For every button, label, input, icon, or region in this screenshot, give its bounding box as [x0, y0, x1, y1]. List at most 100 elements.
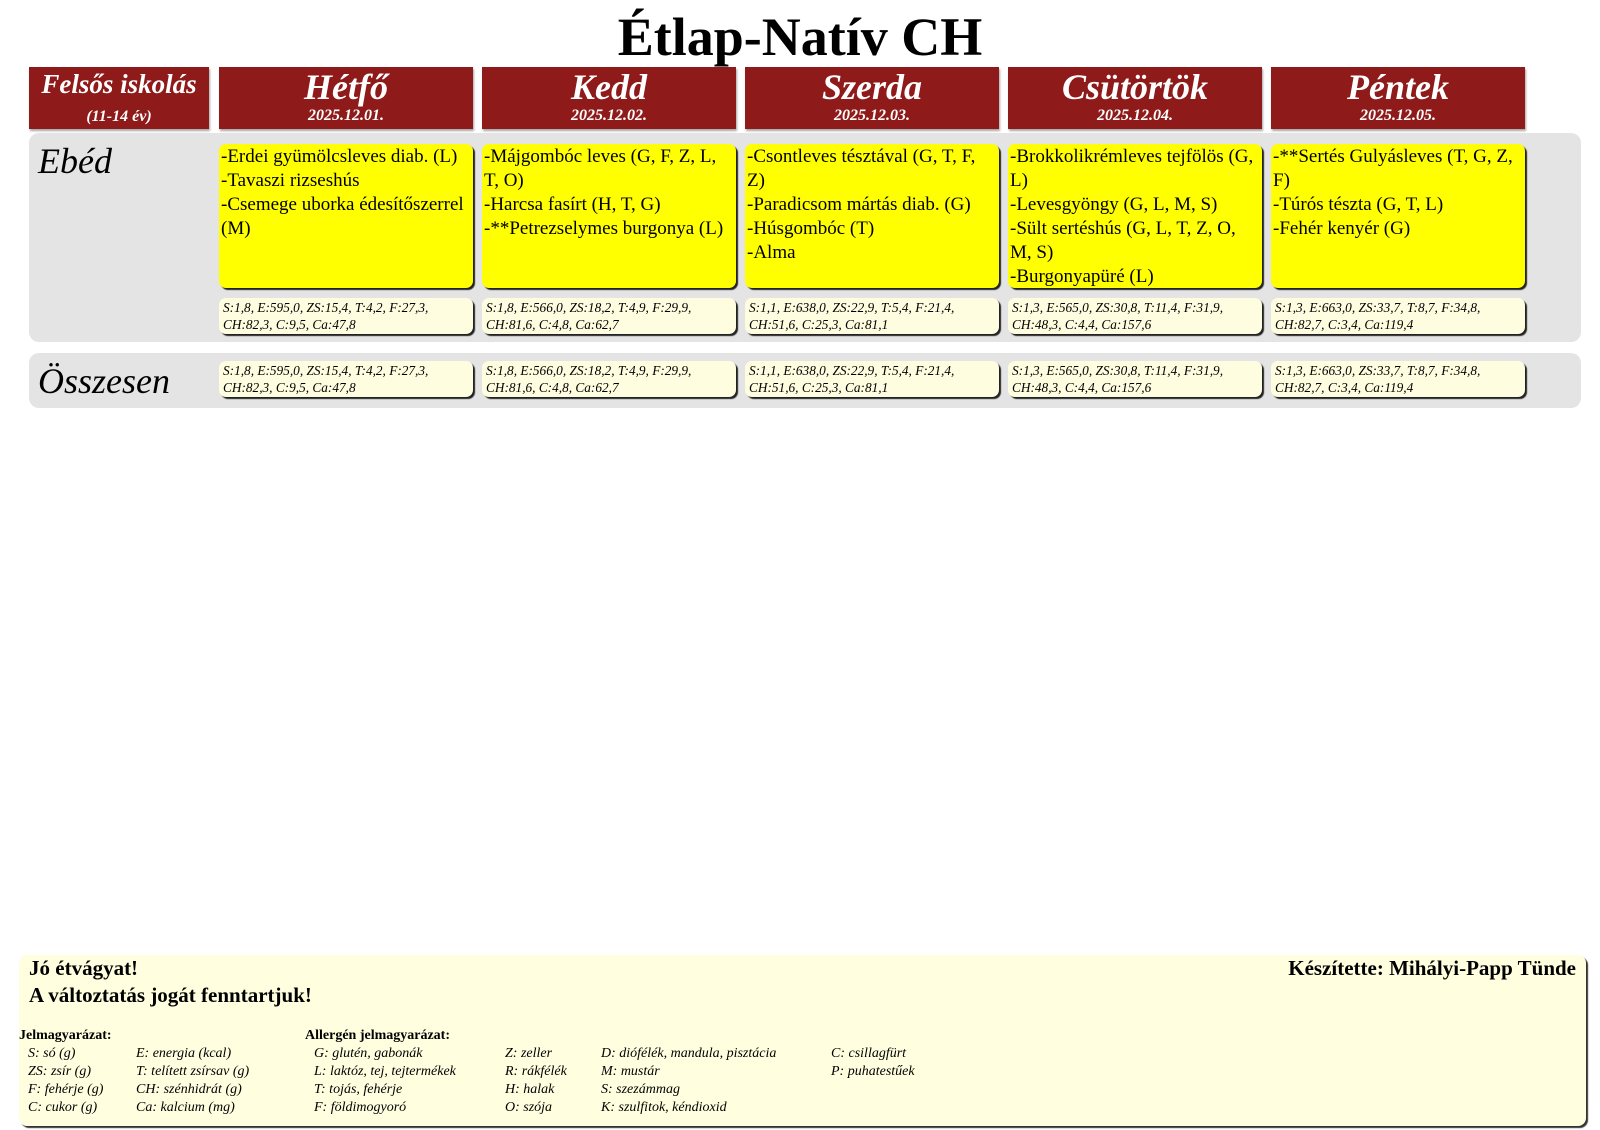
nutrition-line: CH:51,6, C:25,3, Ca:81,1 [749, 380, 889, 395]
day-name: Csütörtök [1061, 67, 1209, 107]
menu-item: -**Petrezselymes burgonya (L) [484, 218, 724, 239]
menu-item: -Erdei gyümölcsleves diab. (L) [221, 146, 458, 167]
greeting-text: Jó étvágyat! [29, 956, 139, 980]
allergen-legend-title: Allergén jelmagyarázat: [305, 1028, 450, 1043]
nutrition-line: S:1,8, E:595,0, ZS:15,4, T:4,2, F:27,3, [223, 300, 429, 315]
nutrition-line: S:1,3, E:565,0, ZS:30,8, T:11,4, F:31,9, [1012, 300, 1224, 315]
lunch-menu-tuesday: -Májgombóc leves (G, F, Z, L, T, O) -Har… [482, 144, 736, 288]
day-name: Szerda [821, 67, 923, 107]
menu-item: -**Sertés Gulyásleves (T, G, Z, F) [1273, 146, 1513, 191]
legend-item: S: só (g) [28, 1046, 76, 1061]
age-group-name: Felsős iskolás [41, 69, 197, 99]
nutrition-line: CH:51,6, C:25,3, Ca:81,1 [749, 317, 889, 332]
day-date: 2025.12.01. [308, 107, 384, 124]
legend-item: ZS: zsír (g) [28, 1064, 92, 1079]
nutrition-line: S:1,3, E:663,0, ZS:33,7, T:8,7, F:34,8, [1275, 363, 1481, 378]
total-nutrition-tuesday: S:1,8, E:566,0, ZS:18,2, T:4,9, F:29,9, … [482, 361, 736, 397]
menu-item: -Harcsa fasírt (H, T, G) [484, 194, 661, 215]
lunch-menu-monday: -Erdei gyümölcsleves diab. (L) -Tavaszi … [219, 144, 473, 288]
allergen-item: T: tojás, fehérje [314, 1082, 403, 1097]
nutrition-line: CH:48,3, C:4,4, Ca:157,6 [1012, 317, 1152, 332]
menu-item: -Levesgyöngy (G, L, M, S) [1010, 194, 1218, 215]
allergen-item: K: szulfitok, kéndioxid [601, 1100, 727, 1115]
day-header-tuesday: Kedd 2025.12.02. [482, 67, 736, 129]
legend-item: T: telített zsírsav (g) [136, 1064, 250, 1079]
allergen-item: R: rákfélék [505, 1064, 567, 1079]
lunch-nutrition-monday: S:1,8, E:595,0, ZS:15,4, T:4,2, F:27,3, … [219, 298, 473, 334]
menu-item: -Májgombóc leves (G, F, Z, L, T, O) [484, 146, 717, 191]
allergen-item: G: glutén, gabonák [314, 1046, 423, 1061]
nutrition-line: S:1,1, E:638,0, ZS:22,9, T:5,4, F:21,4, [749, 363, 955, 378]
notice-text: A változtatás jogát fenntartjuk! [29, 983, 312, 1007]
day-name: Hétfő [304, 67, 388, 107]
legend-item: CH: szénhidrát (g) [136, 1082, 242, 1097]
day-date: 2025.12.02. [571, 107, 647, 124]
day-header-friday: Péntek 2025.12.05. [1271, 67, 1525, 129]
day-date: 2025.12.05. [1360, 107, 1436, 124]
nutrition-line: S:1,1, E:638,0, ZS:22,9, T:5,4, F:21,4, [749, 300, 955, 315]
lunch-row-label: Ebéd [38, 141, 112, 181]
menu-item: -Burgonyapüré (L) [1010, 266, 1154, 287]
nutrition-line: CH:81,6, C:4,8, Ca:62,7 [486, 317, 619, 332]
day-date: 2025.12.04. [1097, 107, 1173, 124]
legend-item: F: fehérje (g) [28, 1082, 104, 1097]
lunch-nutrition-friday: S:1,3, E:663,0, ZS:33,7, T:8,7, F:34,8, … [1271, 298, 1525, 334]
allergen-item: O: szója [505, 1100, 553, 1115]
allergen-item: S: szezámmag [601, 1082, 680, 1097]
page-title: Étlap-Natív CH [617, 7, 983, 67]
nutrition-line: S:1,8, E:566,0, ZS:18,2, T:4,9, F:29,9, [486, 363, 692, 378]
nutrition-line: CH:82,7, C:3,4, Ca:119,4 [1275, 380, 1414, 395]
nutrition-line: S:1,8, E:566,0, ZS:18,2, T:4,9, F:29,9, [486, 300, 692, 315]
nutrition-line: CH:82,3, C:9,5, Ca:47,8 [223, 380, 356, 395]
footer-panel: Jó étvágyat! A változtatás jogát fenntar… [19, 955, 1586, 1126]
nutrition-line: S:1,3, E:663,0, ZS:33,7, T:8,7, F:34,8, [1275, 300, 1481, 315]
lunch-menu-wednesday: -Csontleves tésztával (G, T, F, Z) -Para… [745, 144, 999, 288]
total-row-label: Összesen [38, 361, 170, 401]
allergen-item: L: laktóz, tej, tejtermékek [314, 1064, 456, 1079]
legend-title: Jelmagyarázat: [19, 1028, 112, 1043]
menu-item: -Túrós tészta (G, T, L) [1273, 194, 1444, 215]
menu-item: -Alma [747, 242, 796, 263]
total-nutrition-monday: S:1,8, E:595,0, ZS:15,4, T:4,2, F:27,3, … [219, 361, 473, 397]
author-credit: Készítette: Mihályi-Papp Tünde [1288, 956, 1576, 980]
allergen-item: C: csillagfürt [831, 1046, 907, 1061]
day-header-monday: Hétfő 2025.12.01. [219, 67, 473, 129]
lunch-nutrition-tuesday: S:1,8, E:566,0, ZS:18,2, T:4,9, F:29,9, … [482, 298, 736, 334]
lunch-menu-friday: -**Sertés Gulyásleves (T, G, Z, F) -Túró… [1271, 144, 1525, 288]
lunch-nutrition-wednesday: S:1,1, E:638,0, ZS:22,9, T:5,4, F:21,4, … [745, 298, 999, 334]
age-group-range: (11-14 év) [86, 108, 152, 125]
lunch-nutrition-thursday: S:1,3, E:565,0, ZS:30,8, T:11,4, F:31,9,… [1008, 298, 1262, 334]
total-nutrition-friday: S:1,3, E:663,0, ZS:33,7, T:8,7, F:34,8, … [1271, 361, 1525, 397]
total-nutrition-thursday: S:1,3, E:565,0, ZS:30,8, T:11,4, F:31,9,… [1008, 361, 1262, 397]
legend-item: Ca: kalcium (mg) [136, 1100, 235, 1115]
day-header-wednesday: Szerda 2025.12.03. [745, 67, 999, 129]
nutrition-line: CH:48,3, C:4,4, Ca:157,6 [1012, 380, 1152, 395]
allergen-item: M: mustár [601, 1064, 660, 1079]
allergen-item: P: puhatestűek [831, 1064, 915, 1079]
total-nutrition-wednesday: S:1,1, E:638,0, ZS:22,9, T:5,4, F:21,4, … [745, 361, 999, 397]
nutrition-line: S:1,8, E:595,0, ZS:15,4, T:4,2, F:27,3, [223, 363, 429, 378]
nutrition-line: CH:82,7, C:3,4, Ca:119,4 [1275, 317, 1414, 332]
day-name: Kedd [571, 67, 647, 107]
day-name: Péntek [1347, 67, 1449, 107]
allergen-item: Z: zeller [505, 1046, 553, 1061]
menu-item: -Paradicsom mártás diab. (G) [747, 194, 971, 215]
day-header-thursday: Csütörtök 2025.12.04. [1008, 67, 1262, 129]
menu-item: -Húsgombóc (T) [747, 218, 875, 239]
menu-item: -Sült sertéshús (G, L, T, Z, O, M, S) [1010, 218, 1236, 263]
footer-greeting: Jó étvágyat! A változtatás jogát fenntar… [29, 955, 312, 1009]
allergen-item: D: diófélék, mandula, pisztácia [601, 1046, 777, 1061]
day-date: 2025.12.03. [834, 107, 910, 124]
legend-item: E: energia (kcal) [136, 1046, 232, 1061]
age-group-header: Felsős iskolás (11-14 év) [29, 67, 209, 129]
menu-item: -Fehér kenyér (G) [1273, 218, 1411, 239]
nutrition-line: CH:81,6, C:4,8, Ca:62,7 [486, 380, 619, 395]
nutrition-line: S:1,3, E:565,0, ZS:30,8, T:11,4, F:31,9, [1012, 363, 1224, 378]
legend-item: C: cukor (g) [28, 1100, 98, 1115]
allergen-item: H: halak [505, 1082, 555, 1097]
menu-item: -Tavaszi rizseshús [221, 170, 360, 191]
lunch-menu-thursday: -Brokkolikrémleves tejfölös (G, L) -Leve… [1008, 144, 1262, 288]
menu-item: -Csontleves tésztával (G, T, F, Z) [747, 146, 976, 191]
allergen-item: F: földimogyoró [314, 1100, 407, 1115]
menu-item: -Csemege uborka édesítőszerrel (M) [221, 194, 464, 239]
